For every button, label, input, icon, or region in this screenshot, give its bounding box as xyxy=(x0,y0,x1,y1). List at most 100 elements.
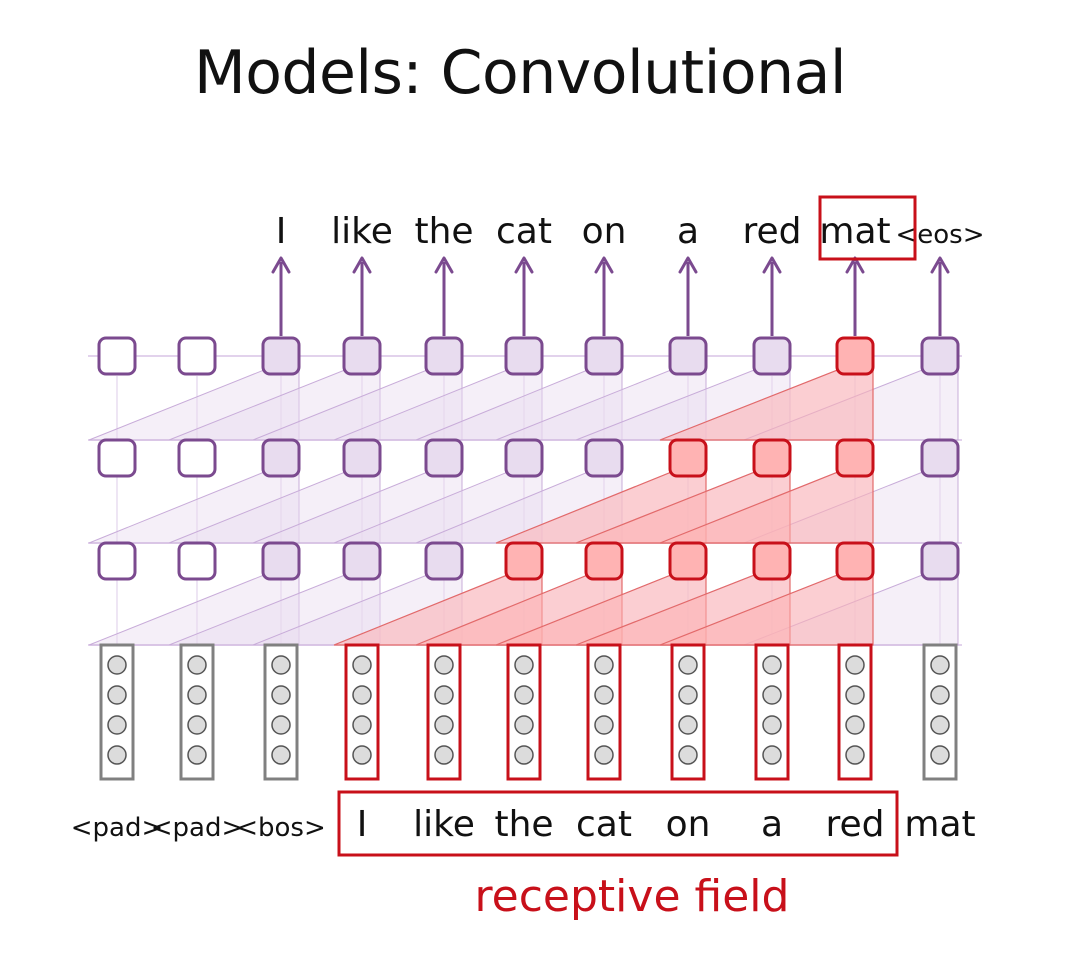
embedding-neuron xyxy=(930,685,950,705)
hidden-unit xyxy=(261,438,301,478)
hidden-unit-highlighted xyxy=(835,438,875,478)
input-token: <pad> xyxy=(151,813,244,843)
hidden-unit xyxy=(752,336,792,376)
input-token: the xyxy=(494,804,553,845)
hidden-unit-highlighted xyxy=(668,541,708,581)
hidden-unit xyxy=(504,336,544,376)
embedding-neuron xyxy=(762,685,782,705)
embedding-column xyxy=(922,643,958,781)
hidden-layer-1 xyxy=(97,336,960,376)
input-token: red xyxy=(825,804,884,845)
hidden-unit-padding xyxy=(177,438,217,478)
embedding-neuron xyxy=(514,745,534,765)
receptive-field-label: receptive field xyxy=(475,871,790,922)
embedding-neuron xyxy=(107,655,127,675)
input-token: on xyxy=(666,804,711,845)
embedding-column xyxy=(99,643,135,781)
hidden-unit-padding xyxy=(97,541,137,581)
hidden-unit-highlighted xyxy=(584,541,624,581)
embedding-neuron xyxy=(514,685,534,705)
receptive-field-box xyxy=(337,790,899,857)
embedding-neuron xyxy=(845,745,865,765)
embedding-neuron xyxy=(678,655,698,675)
hidden-unit xyxy=(261,541,301,581)
embedding-neuron xyxy=(352,655,372,675)
arrow-head-icon xyxy=(271,256,291,274)
embedding-neuron xyxy=(271,685,291,705)
input-embeddings xyxy=(99,643,958,781)
input-token: cat xyxy=(576,804,632,845)
embedding-column xyxy=(263,643,299,781)
arrow-head-icon xyxy=(514,256,534,274)
embedding-neuron xyxy=(762,655,782,675)
output-token: red xyxy=(742,211,801,252)
embedding-neuron xyxy=(352,715,372,735)
embedding-neuron xyxy=(107,685,127,705)
input-token: <bos> xyxy=(236,813,326,843)
hidden-unit xyxy=(424,541,464,581)
embedding-column-highlighted xyxy=(837,643,873,781)
output-token: on xyxy=(582,211,627,252)
hidden-unit xyxy=(342,438,382,478)
hidden-unit-highlighted xyxy=(752,541,792,581)
embedding-neuron xyxy=(845,715,865,735)
embedding-neuron xyxy=(271,745,291,765)
hidden-unit xyxy=(261,336,301,376)
red-connections xyxy=(333,355,874,646)
hidden-unit-padding xyxy=(177,336,217,376)
embedding-column-highlighted xyxy=(426,643,462,781)
hidden-unit xyxy=(920,438,960,478)
hidden-unit-highlighted xyxy=(835,336,875,376)
input-token: <pad> xyxy=(71,813,164,843)
embedding-neuron xyxy=(107,715,127,735)
embedding-column-highlighted xyxy=(670,643,706,781)
output-token: I xyxy=(276,211,287,252)
output-token: the xyxy=(414,211,473,252)
input-token: like xyxy=(413,804,475,845)
hidden-unit xyxy=(424,336,464,376)
embedding-neuron xyxy=(930,655,950,675)
embedding-column-highlighted xyxy=(506,643,542,781)
hidden-unit-highlighted xyxy=(752,438,792,478)
embedding-neuron xyxy=(594,685,614,705)
embedding-neuron xyxy=(930,745,950,765)
hidden-layer-2 xyxy=(97,438,960,478)
hidden-unit-padding xyxy=(97,438,137,478)
embedding-neuron xyxy=(187,715,207,735)
embedding-neuron xyxy=(930,715,950,735)
embedding-column-highlighted xyxy=(586,643,622,781)
output-token: a xyxy=(677,211,699,252)
hidden-unit xyxy=(668,336,708,376)
embedding-neuron xyxy=(352,745,372,765)
hidden-unit-highlighted xyxy=(504,541,544,581)
hidden-unit xyxy=(920,541,960,581)
input-token: I xyxy=(357,804,368,845)
embedding-neuron xyxy=(678,685,698,705)
embedding-neuron xyxy=(107,745,127,765)
hidden-unit xyxy=(342,541,382,581)
output-token: <eos> xyxy=(895,220,984,250)
embedding-neuron xyxy=(514,715,534,735)
output-token: cat xyxy=(496,211,552,252)
embedding-neuron xyxy=(514,655,534,675)
embedding-neuron xyxy=(187,685,207,705)
hidden-unit-padding xyxy=(97,336,137,376)
arrow-head-icon xyxy=(352,256,372,274)
embedding-neuron xyxy=(845,685,865,705)
hidden-unit xyxy=(342,336,382,376)
embedding-neuron xyxy=(594,715,614,735)
embedding-neuron xyxy=(187,655,207,675)
embedding-column xyxy=(179,643,215,781)
hidden-unit xyxy=(920,336,960,376)
embedding-neuron xyxy=(434,745,454,765)
arrow-head-icon xyxy=(930,256,950,274)
output-token-highlighted: mat xyxy=(819,211,890,252)
output-token: like xyxy=(331,211,393,252)
embedding-neuron xyxy=(434,685,454,705)
embedding-neuron xyxy=(762,745,782,765)
hidden-unit xyxy=(424,438,464,478)
embedding-neuron xyxy=(352,685,372,705)
